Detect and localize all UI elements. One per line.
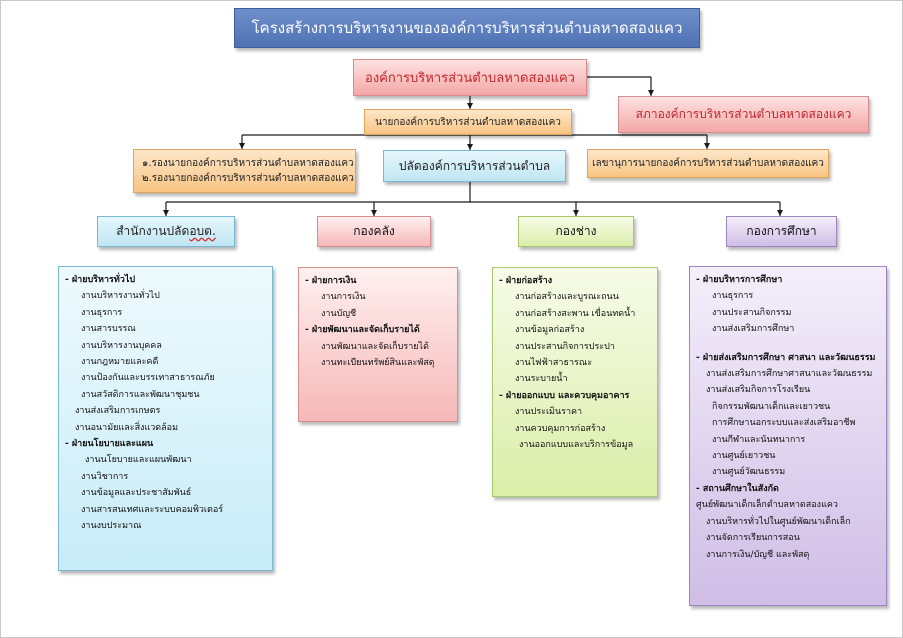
list-item: งานประสานกิจกรรม	[712, 307, 792, 318]
dept-education-label: กองการศึกษา	[746, 224, 817, 238]
list-item: งานวิชาการ	[81, 471, 129, 482]
dept-finance: กองคลัง	[317, 216, 431, 247]
list-item: งานธุรการ	[81, 307, 123, 318]
list-item: งานควบคุมการก่อสร้าง	[515, 423, 606, 434]
list-item: งานข้อมูลและประชาสัมพันธ์	[81, 488, 192, 499]
dept-office-of-clerk-label: สำนักงานปลัด	[116, 224, 190, 238]
list-item: งานส่งเสริมการศึกษาศาสนาและวัฒนธรรม	[706, 369, 873, 380]
section-heading: - ฝ่ายออกแบบ และควบคุมอาคาร	[499, 390, 630, 401]
section-heading: - ฝ่ายส่งเสริมการศึกษา ศาสนา และวัฒนธรรม	[696, 352, 876, 363]
list-item: การศึกษานอกระบบและส่งเสริมอาชีพ	[712, 418, 856, 429]
list-item: งานป้องกันและบรรเทาสาธารณภัย	[81, 373, 215, 384]
list-item: งานสารบรรณ	[81, 324, 136, 335]
list-item: งานการเงิน	[321, 292, 366, 303]
list-item: งานส่งเสริมการเกษตร	[75, 406, 161, 417]
list-item: งานสารสนเทศและระบบคอมพิวเตอร์	[81, 504, 224, 515]
dept-finance-label: กองคลัง	[353, 224, 395, 238]
list-item: งานก่อสร้างและบูรณะถนน	[515, 292, 619, 303]
list-item: งานกีฬาและนันทนาการ	[712, 434, 806, 445]
list-item: งานศูนย์เยาวชน	[712, 451, 776, 462]
list-item: งานส่งเสริมการศึกษา	[712, 324, 795, 335]
dept-office-of-clerk-abbr: อบต.	[189, 224, 216, 238]
section-heading: - ฝ่ายพัฒนาและจัดเก็บรายได้	[305, 325, 420, 336]
council-node-label: สภาองค์การบริหารส่วนตำบลหาดสองแคว	[635, 107, 852, 121]
list-item: งานกฎหมายและคดี	[81, 357, 159, 368]
education-panel: - ฝ่ายบริหารการศึกษา งานธุรการ งานประสาน…	[689, 266, 887, 606]
council-node: สภาองค์การบริหารส่วนตำบลหาดสองแคว	[618, 96, 869, 133]
list-item: งานออกแบบและบริการข้อมูล	[519, 440, 634, 451]
list-item: งานบริหารงานทั่วไป	[81, 291, 160, 302]
mayor-node-label: นายกองค์การบริหารส่วนตำบลหาดสองแคว	[375, 116, 561, 128]
section-subheading: ศูนย์พัฒนาเด็กเล็กตำบลหาดสองแคว	[696, 500, 838, 511]
section-heading: - ฝ่ายบริหารทั่วไป	[65, 275, 136, 285]
list-item: งานจัดการเรียนการสอน	[706, 533, 800, 544]
list-item: งานบริหารทั่วไปในศูนย์พัฒนาเด็กเล็ก	[706, 516, 851, 527]
mayor-node: นายกองค์การบริหารส่วนตำบลหาดสองแคว	[364, 109, 572, 135]
list-item: งานอนามัยและสิ่งแวดล้อม	[75, 422, 179, 433]
clerk-node-label: ปลัดองค์การบริหารส่วนตำบล	[398, 158, 551, 173]
dept-engineering: กองช่าง	[518, 216, 634, 247]
spacer	[696, 338, 882, 350]
section-heading: - ฝ่ายนโยบายและแผน	[65, 439, 154, 450]
chart-title-text: โครงสร้างการบริหารงานขององค์การบริหารส่ว…	[251, 19, 683, 37]
section-heading: - ฝ่ายการเงิน	[305, 276, 357, 286]
finance-panel: - ฝ่ายการเงิน งานการเงิน งานบัญชี - ฝ่าย…	[298, 267, 458, 422]
clerk-node: ปลัดองค์การบริหารส่วนตำบล	[383, 150, 566, 182]
list-item: งานบริหารงานบุคคล	[81, 340, 162, 351]
dept-engineering-label: กองช่าง	[555, 224, 597, 238]
section-heading: - ฝ่ายบริหารการศึกษา	[696, 275, 783, 285]
list-item: งานการเงิน/บัญชี และพัสดุ	[706, 549, 810, 560]
list-item: งานส่งเสริมกิจการโรงเรียน	[706, 385, 811, 396]
list-item: งานพัฒนาและจัดเก็บรายได้	[321, 341, 429, 352]
org-node: องค์การบริหารส่วนตำบลหาดสองแคว	[353, 59, 587, 96]
list-item: กิจกรรมพัฒนาเด็กและเยาวชน	[712, 401, 831, 412]
list-item: งานระบายน้ำ	[515, 374, 568, 385]
list-item: งานไฟฟ้าสาธารณะ	[515, 358, 593, 369]
list-item: งานศูนย์วัฒนธรรม	[712, 467, 786, 478]
list-item: งานทะเบียนทรัพย์สินและพัสดุ	[321, 358, 435, 369]
list-item: งานนโยบายและแผนพัฒนา	[85, 455, 192, 466]
list-item: งานบัญชี	[321, 308, 357, 319]
list-item: งานประสานกิจการประปา	[515, 341, 615, 352]
engineering-panel: - ฝ่ายก่อสร้าง งานก่อสร้างและบูรณะถนน งา…	[492, 267, 658, 497]
chart-title: โครงสร้างการบริหารงานขององค์การบริหารส่ว…	[234, 8, 700, 48]
secretary-node-label: เลขานุการนายกองค์การบริหารส่วนตำบลหาดสอง…	[592, 158, 824, 169]
section-heading: - ฝ่ายก่อสร้าง	[499, 276, 553, 286]
dept-office-of-clerk: สำนักงานปลัด อบต.	[97, 216, 235, 247]
deputy-2-label: ๒.รองนายกองค์การบริหารส่วนตำบลหาดสองแคว	[142, 173, 354, 184]
list-item: งานสวัสดิการและพัฒนาชุมชน	[81, 389, 200, 400]
deputy-1-label: ๑.รองนายกองค์การบริหารส่วนตำบลหาดสองแคว	[142, 158, 354, 169]
dept-education: กองการศึกษา	[726, 216, 837, 247]
list-item: งานก่อสร้างสะพาน เขื่อนทดน้ำ	[515, 308, 636, 319]
list-item: งานประเมินราคา	[515, 407, 583, 418]
secretary-node: เลขานุการนายกองค์การบริหารส่วนตำบลหาดสอง…	[587, 149, 829, 178]
deputy-mayors-node: ๑.รองนายกองค์การบริหารส่วนตำบลหาดสองแคว …	[133, 149, 356, 193]
section-heading: - สถานศึกษาในสังกัด	[696, 483, 779, 494]
list-item: งานธุรการ	[712, 291, 754, 302]
list-item: งานข้อมูลก่อสร้าง	[515, 325, 585, 336]
org-node-label: องค์การบริหารส่วนตำบลหาดสองแคว	[365, 71, 575, 86]
list-item: งานงบประมาณ	[81, 521, 142, 532]
admin-panel: - ฝ่ายบริหารทั่วไป งานบริหารงานทั่วไป งา…	[58, 266, 273, 571]
